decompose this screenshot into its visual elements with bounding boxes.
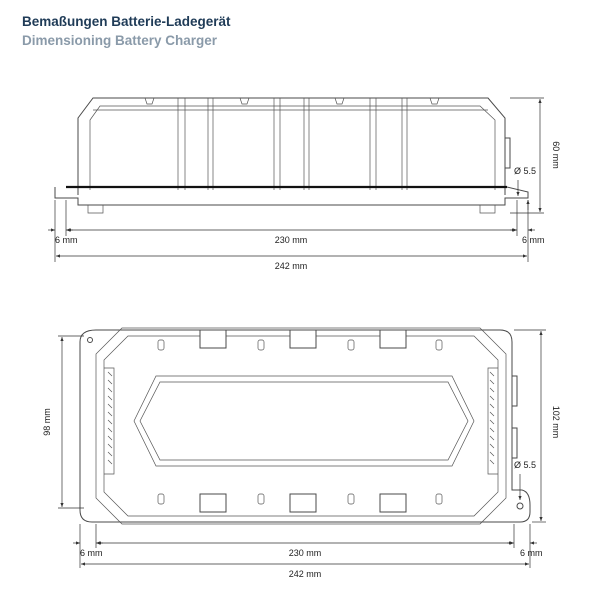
title-german: Bemaßungen Batterie-Ladegerät <box>22 14 231 29</box>
top-view-body-outline <box>79 329 531 523</box>
top-view-right-grip <box>487 367 498 475</box>
top-view-mounting-hole <box>516 502 524 510</box>
title-english: Dimensioning Battery Charger <box>22 33 218 48</box>
top-view-left-offset-label: 6 mm <box>80 548 103 558</box>
side-view-hole-label: Ø 5.5 <box>514 166 536 176</box>
side-view-right-port <box>504 137 511 169</box>
top-view-length-label: 230 mm <box>289 548 322 558</box>
top-view-top-tabs <box>157 329 443 351</box>
top-view-left-height-label: 98 mm <box>42 408 52 436</box>
top-view-right-port-upper <box>511 375 518 407</box>
side-view-body-outline <box>77 97 506 195</box>
top-view-left-grip <box>104 367 115 475</box>
top-view-total-label: 242 mm <box>289 569 322 579</box>
top-view-right-offset-label: 6 mm <box>520 548 543 558</box>
side-view-height-label: 60 mm <box>551 141 561 169</box>
side-view-right-offset-label: 6 mm <box>522 235 545 245</box>
side-view-total-label: 242 mm <box>275 261 308 271</box>
top-view-bottom-tabs <box>157 493 443 513</box>
side-view-ribs <box>177 98 408 190</box>
top-view-hole-label: Ø 5.5 <box>514 460 536 470</box>
top-view-center-panel <box>133 375 475 467</box>
side-view-base-plate <box>54 186 529 206</box>
side-view-length-label: 230 mm <box>275 235 308 245</box>
top-view-right-port-lower <box>511 427 518 459</box>
top-view-right-height-label: 102 mm <box>551 406 561 439</box>
side-view: 60 mm Ø 5.5 6 mm 230 mm 6 mm 242 mm <box>48 97 561 271</box>
side-view-left-offset-label: 6 mm <box>55 235 78 245</box>
top-view: 98 mm 102 mm Ø 5.5 6 mm 230 mm 6 mm 242 … <box>42 327 561 579</box>
